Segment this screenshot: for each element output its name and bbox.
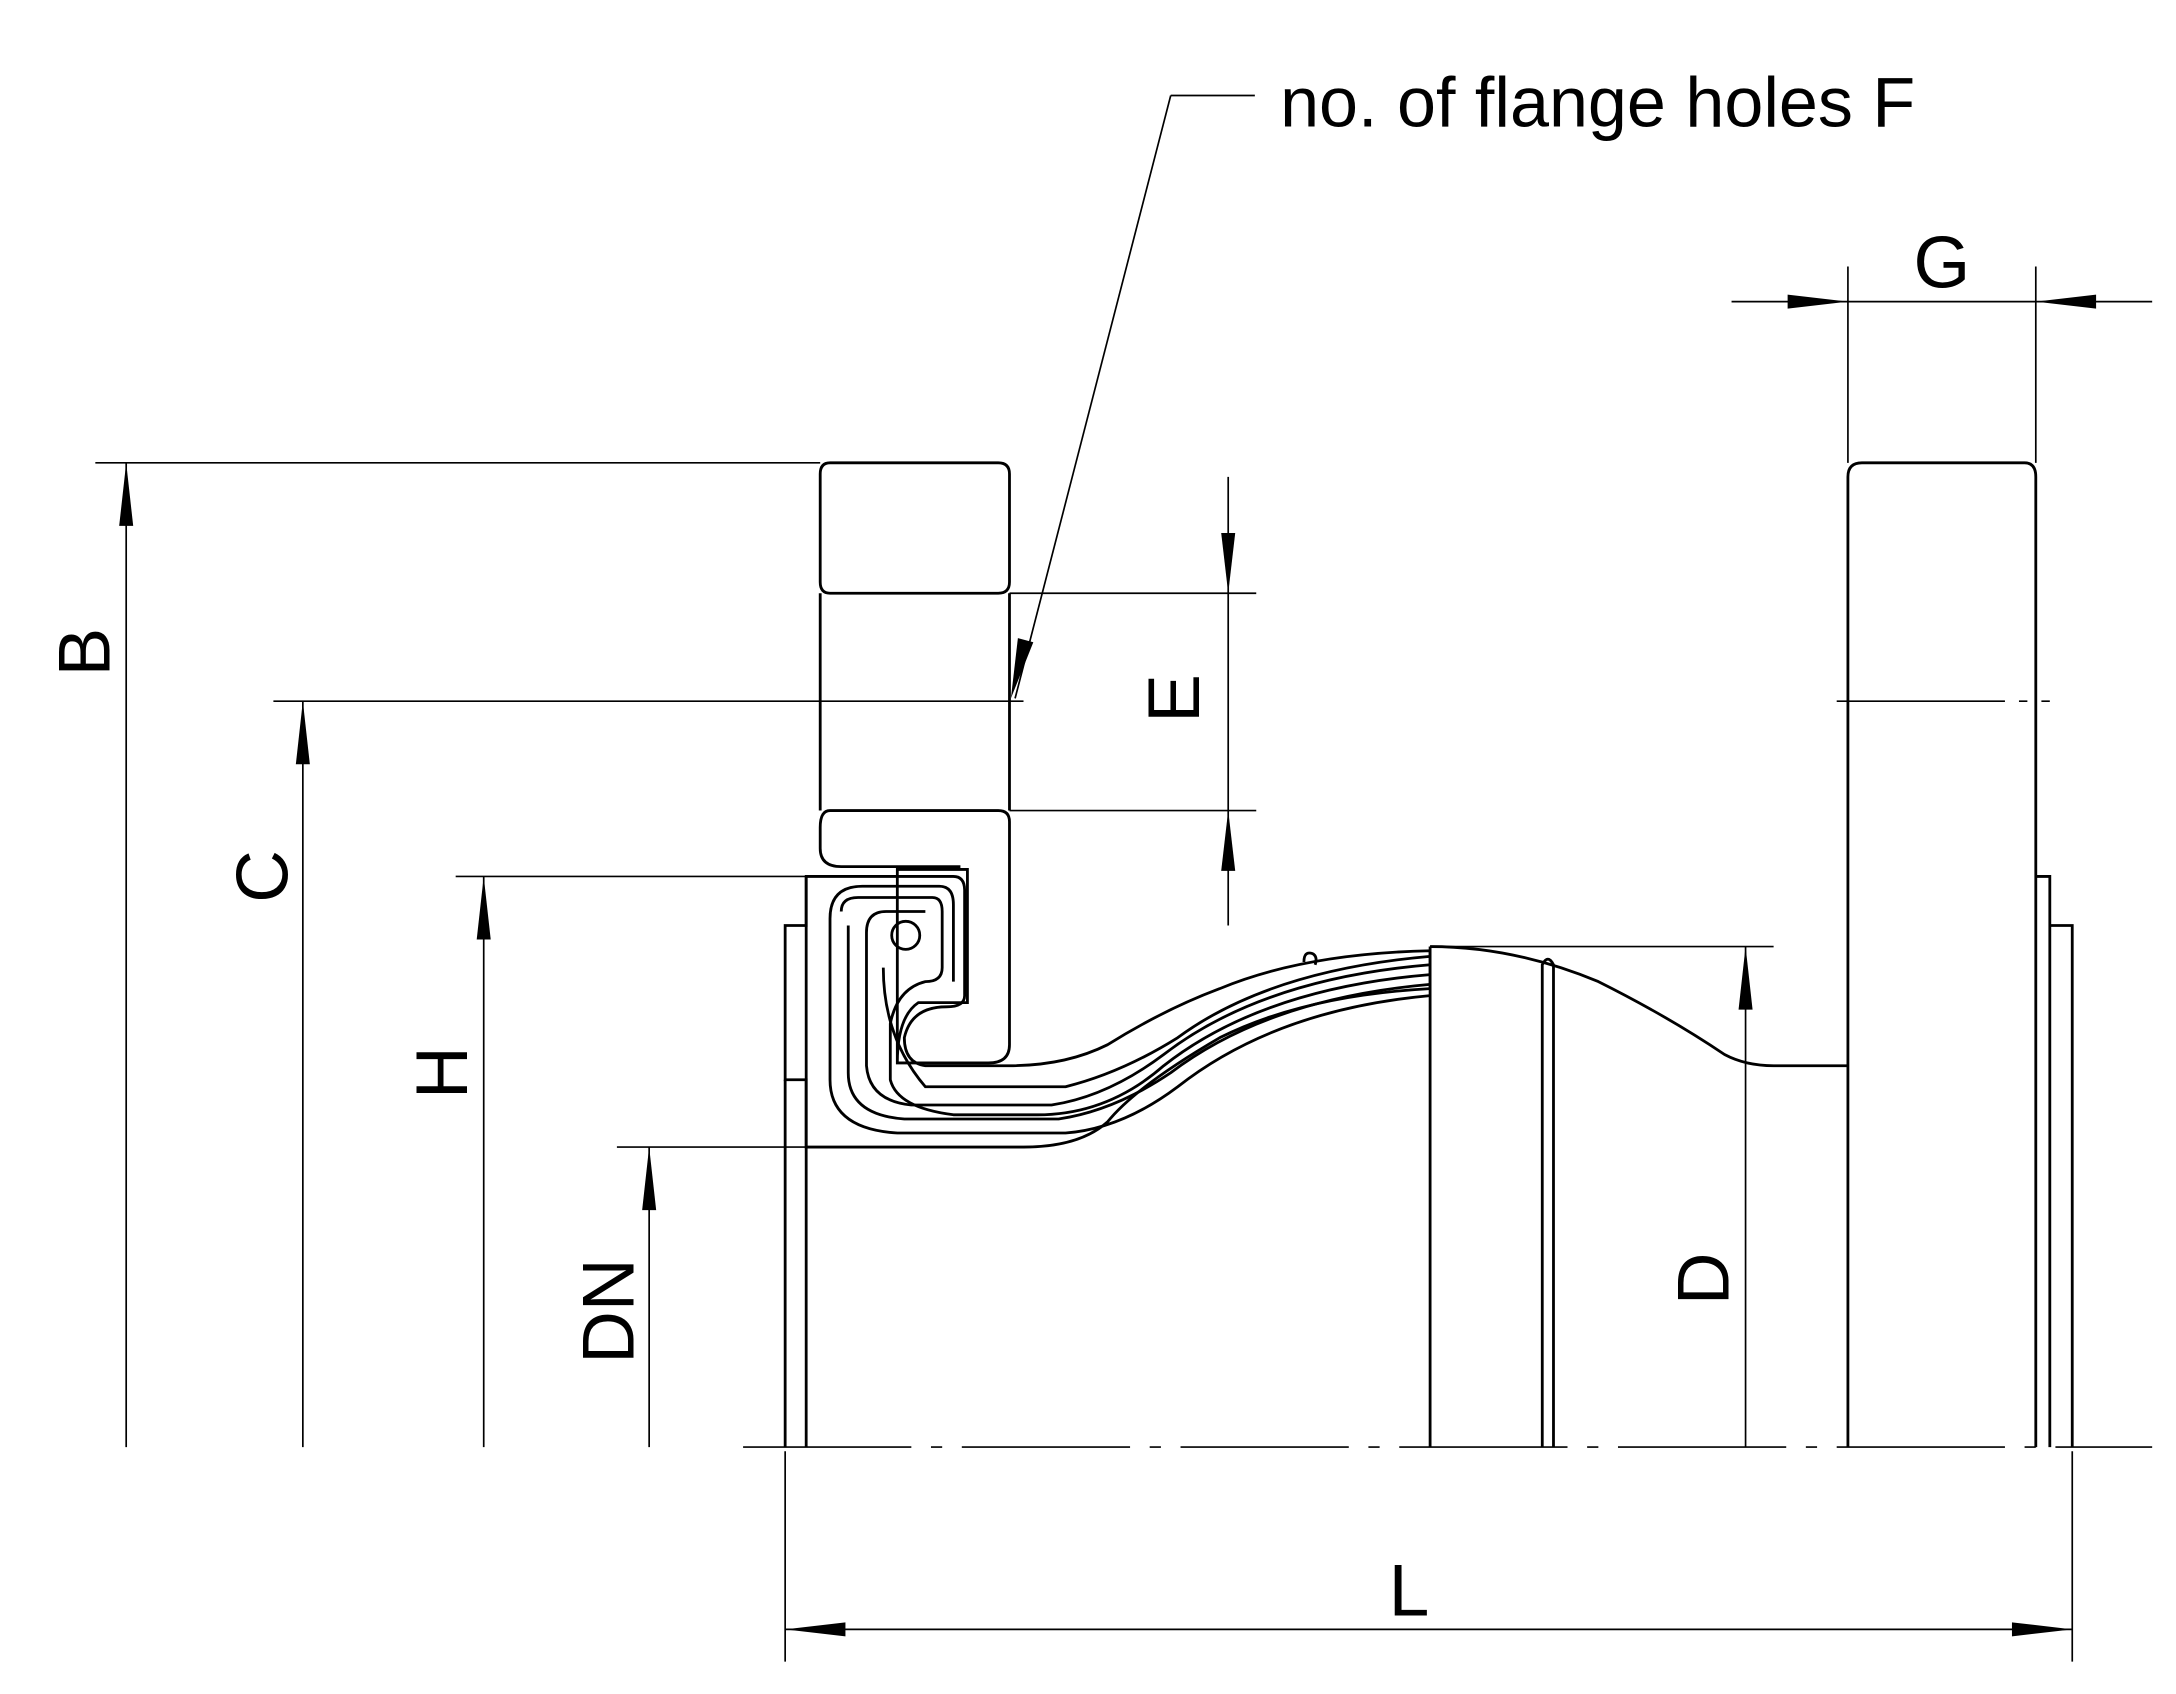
label-l: L (1389, 1550, 1430, 1631)
dimension-b: B (44, 461, 821, 1448)
dimension-l: L (784, 1451, 2074, 1662)
label-dn: DN (569, 1258, 650, 1363)
left-collar (783, 875, 1432, 1448)
dimension-g: G (1731, 223, 2153, 463)
label-e: E (1134, 674, 1215, 723)
right-flange (1836, 461, 2074, 1448)
dimension-d: D (1430, 945, 1774, 1448)
flange-holes-leader: no. of flange holes F (1010, 63, 1915, 699)
left-flange (818, 461, 1011, 1065)
label-d: D (1664, 1253, 1745, 1306)
dimension-e: E (1009, 476, 1257, 926)
dimension-c: C (222, 700, 1024, 1448)
dimension-h: H (402, 875, 811, 1448)
label-h: H (402, 1046, 483, 1099)
dimension-dn: DN (569, 1146, 811, 1448)
label-g: G (1914, 223, 1971, 304)
right-pipe (1428, 945, 1848, 1448)
leader-label: no. of flange holes F (1280, 63, 1915, 141)
label-b: B (44, 628, 125, 677)
label-c: C (222, 850, 303, 903)
